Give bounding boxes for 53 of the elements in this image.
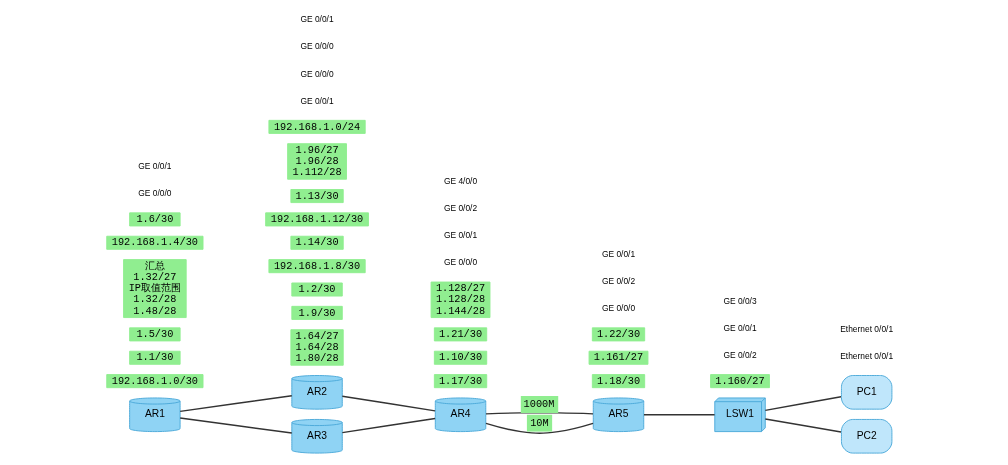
label: GE 0/0/1 — [300, 14, 334, 25]
node-box: 192.168.1.0/24 — [268, 119, 366, 134]
label: GE 0/0/0 — [443, 257, 478, 268]
edge-label: 1000M — [523, 398, 555, 411]
label: GE 0/0/1 — [138, 161, 172, 172]
node-box: 汇总 1.32/27 IP取值范围 1.32/28 1.48/28 — [123, 259, 187, 319]
node-box: 1.128/27 1.128/28 1.144/28 — [430, 281, 491, 319]
label: Ethernet 0/0/1 — [840, 323, 894, 334]
connector — [341, 395, 436, 412]
label: GE 0/0/0 — [300, 41, 334, 52]
label: GE 0/0/2 — [601, 276, 636, 287]
node-box: 1.13/30 — [290, 189, 344, 204]
connector — [179, 417, 293, 434]
connector — [764, 396, 842, 412]
label: GE 0/0/2 — [723, 349, 757, 360]
connector — [485, 422, 594, 434]
connector — [643, 414, 716, 416]
node-box: 1.6/30 — [129, 212, 181, 227]
node-box: 1.9/30 — [291, 305, 343, 320]
node-box: 1.22/30 — [591, 327, 646, 342]
node-box: 192.168.1.0/30 — [106, 374, 204, 389]
connector — [764, 418, 842, 433]
node-box: 1.10/30 — [433, 350, 488, 365]
node-box: 192.168.1.8/30 — [268, 259, 366, 274]
label: GE 4/0/0 — [443, 176, 478, 187]
node-box: 1.64/27 1.64/28 1.80/28 — [290, 329, 344, 366]
node-box: 1.5/30 — [129, 327, 181, 342]
node-box: 1.1/30 — [129, 350, 181, 365]
label: GE 0/0/1 — [443, 230, 478, 241]
label: GE 0/0/1 — [723, 322, 757, 333]
node-box: 1.2/30 — [291, 282, 343, 297]
connector — [179, 395, 293, 413]
label: Ethernet 0/0/1 — [840, 350, 894, 361]
label: GE 0/0/3 — [723, 295, 757, 306]
label: GE 0/0/1 — [601, 248, 636, 259]
node-box: 1.18/30 — [591, 374, 646, 389]
connector — [341, 417, 436, 434]
node-box: 1.14/30 — [290, 235, 344, 250]
label: GE 0/0/0 — [601, 303, 636, 314]
label: GE 0/0/1 — [300, 95, 334, 106]
node-box: PC2 — [840, 419, 893, 454]
label: GE 0/0/2 — [443, 203, 478, 214]
node-box: 1.17/30 — [433, 374, 488, 389]
label: GE 0/0/0 — [300, 68, 334, 79]
node-box: 1.160/27 — [710, 374, 770, 389]
node-box: 1.161/27 — [588, 350, 649, 365]
node-box: 1.21/30 — [433, 327, 488, 342]
node-box: 192.168.1.12/30 — [265, 212, 369, 227]
node-box: PC1 — [840, 375, 893, 410]
label: GE 0/0/0 — [138, 188, 172, 199]
node-box: 1.96/27 1.96/28 1.112/28 — [287, 143, 347, 180]
edge-label: 10M — [530, 416, 549, 429]
node-box: 192.168.1.4/30 — [106, 235, 204, 250]
